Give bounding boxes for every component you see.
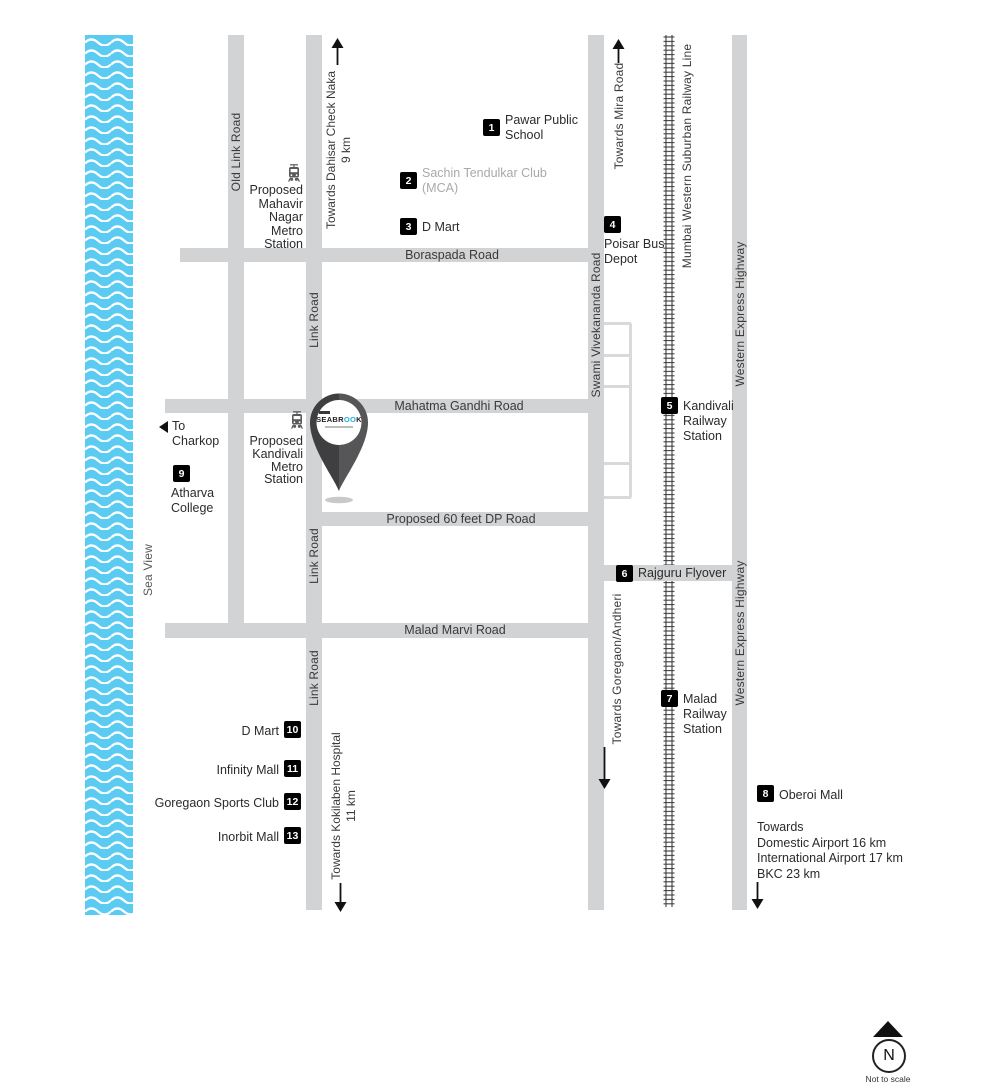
- metro-icon: [286, 164, 302, 183]
- weh-label-1: Western Express Highway: [733, 241, 747, 387]
- badge-3: 3: [400, 218, 417, 235]
- road-dp: [322, 512, 588, 526]
- compass-north-icon: [873, 1021, 903, 1037]
- compass-circle: N: [872, 1039, 906, 1073]
- logo-mark: [319, 411, 330, 414]
- metro-icon: [289, 411, 305, 430]
- landmark-inorbit-mall: Inorbit Mall: [217, 830, 279, 844]
- charkop-left-arrow-icon: [159, 421, 168, 433]
- airport-down-arrow-icon: [751, 882, 764, 909]
- badge-13: 13: [284, 827, 301, 844]
- badge-12: 12: [284, 793, 301, 810]
- road-mahatma-gandhi: [165, 399, 588, 413]
- sea-area: [85, 35, 133, 915]
- landmark-d-mart-south: D Mart: [241, 724, 280, 738]
- towards-dahisar-label: Towards Dahisar Check Naka 9 km: [324, 70, 353, 230]
- logo-brand: SEABROOK: [316, 415, 362, 424]
- railway-name-label: Mumbai Western Suburban Railway Line: [680, 43, 694, 269]
- road-western-express-highway: [732, 35, 747, 910]
- landmark-pawar-public-school: Pawar Public School: [505, 113, 578, 142]
- landmark-atharva-college: Atharva College: [171, 486, 215, 515]
- badge-4: 4: [604, 216, 621, 233]
- towards-kokilaben-label: Towards Kokilaben Hospital 11 km: [329, 732, 358, 880]
- mahavir-metro-station-label: Proposed Mahavir Nagar Metro Station: [249, 183, 303, 252]
- mahatma-gandhi-road-label: Mahatma Gandhi Road: [394, 399, 524, 413]
- dp-road-label: Proposed 60 feet DP Road: [386, 512, 536, 526]
- link-road-label-1: Link Road: [307, 292, 321, 348]
- badge-2: 2: [400, 172, 417, 189]
- airports-label: Towards Domestic Airport 16 km Internati…: [757, 820, 903, 882]
- goregaon-down-arrow-icon: [598, 747, 611, 789]
- landmark-infinity-mall: Infinity Mall: [216, 763, 279, 777]
- badge-8: 8: [757, 785, 774, 802]
- landmark-d-mart-north: D Mart: [422, 220, 460, 234]
- sea-view-label: Sea View: [141, 543, 155, 597]
- road-malad-marvi: [165, 623, 588, 638]
- towards-mira-road-label: Towards Mira Road: [612, 62, 626, 170]
- road-swami-vivekananda: [588, 35, 604, 910]
- landmark-rajguru-flyover: Rajguru Flyover: [638, 566, 727, 580]
- to-charkop-label: To Charkop: [172, 419, 220, 448]
- badge-10: 10: [284, 721, 301, 738]
- kandivali-metro-station-label: Proposed Kandivali Metro Station: [249, 434, 303, 487]
- not-to-scale-note: Not to scale: [865, 1074, 911, 1084]
- dahisar-up-arrow-icon: [331, 38, 344, 65]
- landmark-sachin-tendulkar-club: Sachin Tendulkar Club (MCA): [422, 166, 547, 195]
- landmark-goregaon-sports-club: Goregaon Sports Club: [154, 796, 279, 810]
- landmark-malad-railway-station: Malad Railway Station: [683, 692, 727, 736]
- logo-tagline: [325, 426, 353, 428]
- badge-9: 9: [173, 465, 190, 482]
- boraspada-road-label: Boraspada Road: [405, 248, 499, 262]
- seabrook-logo: SEABROOK: [316, 411, 362, 428]
- compass-letter: N: [883, 1047, 895, 1064]
- old-link-road-label: Old Link Road: [229, 112, 243, 192]
- landmark-kandivali-railway-station: Kandivali Railway Station: [683, 399, 734, 443]
- badge-6: 6: [616, 565, 633, 582]
- road-boraspada: [180, 248, 588, 262]
- location-pin: [306, 390, 372, 508]
- malad-marvi-road-label: Malad Marvi Road: [404, 623, 506, 637]
- badge-5: 5: [661, 397, 678, 414]
- badge-11: 11: [284, 760, 301, 777]
- weh-label-2: Western Express Highway: [733, 560, 747, 706]
- kokilaben-down-arrow-icon: [334, 883, 347, 912]
- station-platform-lines: [604, 322, 633, 500]
- link-road-label-3: Link Road: [307, 650, 321, 706]
- landmark-poisar-bus-depot: Poisar Bus Depot: [604, 237, 665, 266]
- towards-goregaon-label: Towards Goregaon/Andheri: [610, 593, 624, 745]
- railway-line: [663, 35, 675, 907]
- badge-1: 1: [483, 119, 500, 136]
- road-rajguru-flyover: [604, 565, 732, 581]
- link-road-label-2: Link Road: [307, 528, 321, 584]
- badge-7: 7: [661, 690, 678, 707]
- swami-vivekananda-label: Swami Vivekananda Road: [589, 252, 603, 398]
- landmark-oberoi-mall: Oberoi Mall: [779, 788, 843, 802]
- mira-up-arrow-icon: [612, 39, 625, 63]
- road-old-link: [228, 35, 244, 638]
